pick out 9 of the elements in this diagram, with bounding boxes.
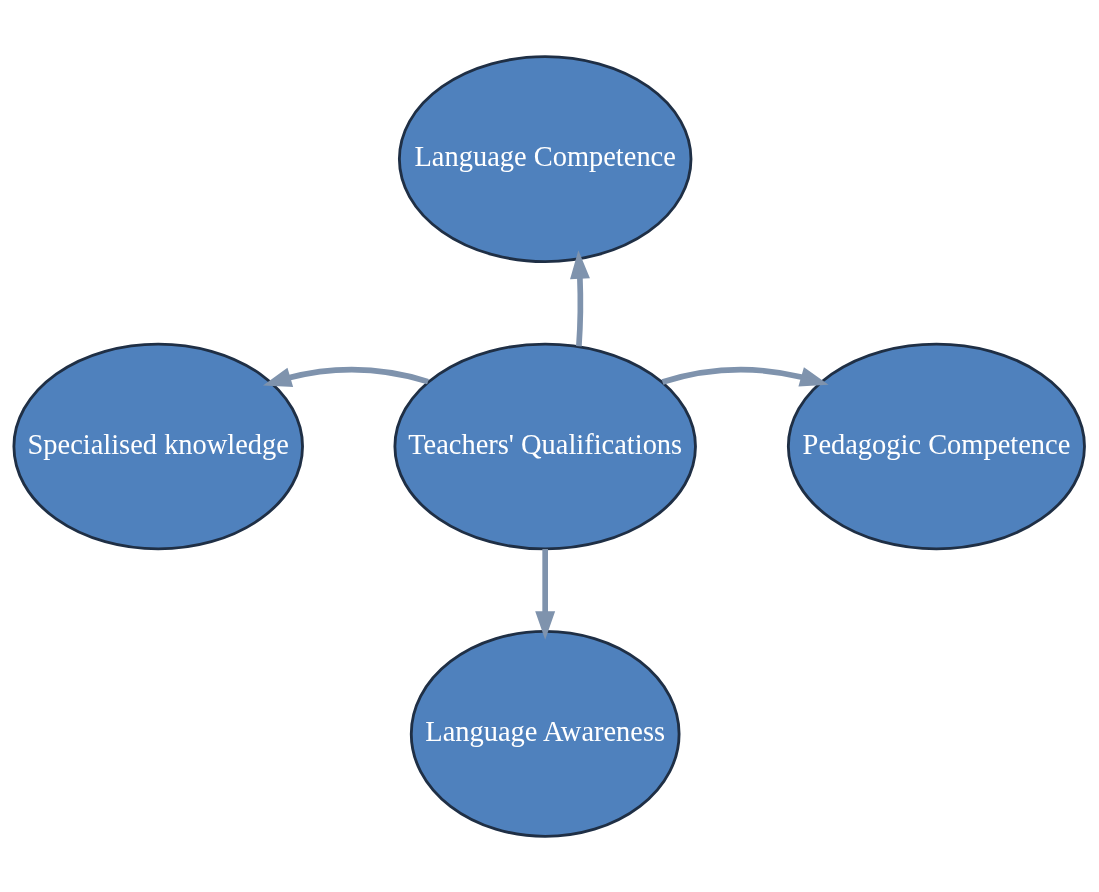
arrow (262, 366, 429, 387)
arrow (661, 366, 829, 386)
node-ellipse: Pedagogic Competence (786, 342, 1086, 550)
node-ellipse: Specialised knowledge (12, 342, 304, 550)
node-ellipse: Teachers' Qualifications (393, 342, 697, 550)
node-ellipse: Language Competence (397, 54, 693, 263)
arrow (570, 249, 590, 346)
node-ellipse: Language Awareness (409, 629, 681, 838)
arrow (535, 548, 556, 640)
